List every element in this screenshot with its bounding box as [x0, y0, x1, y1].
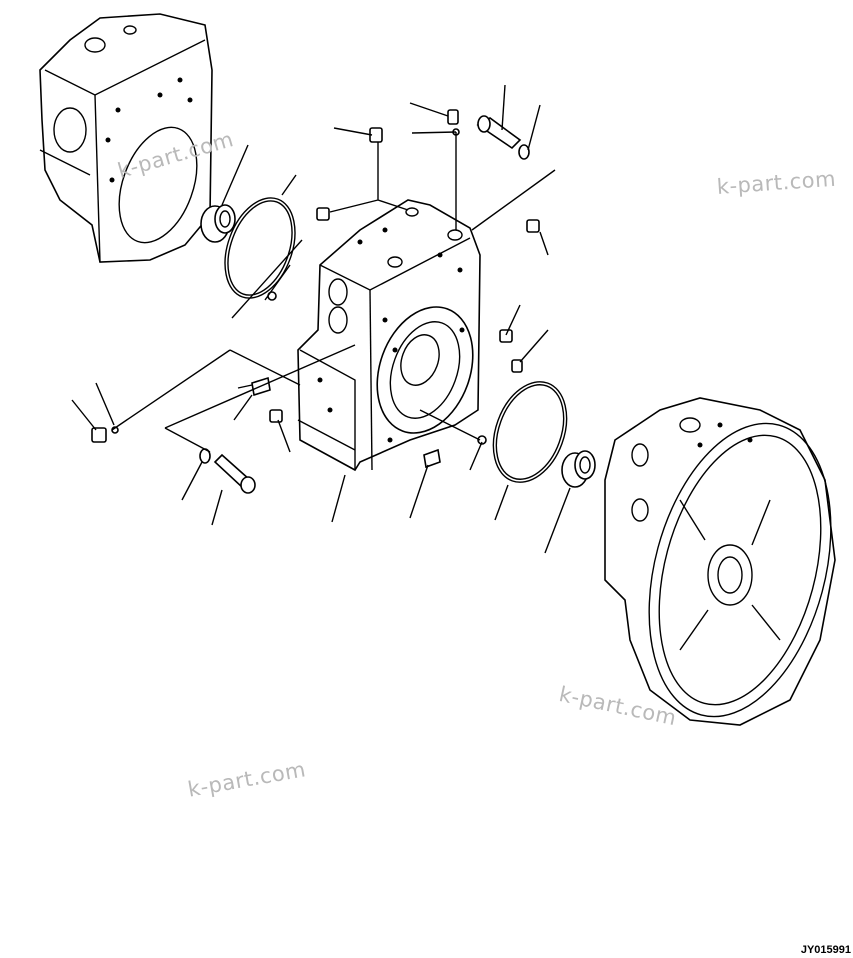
- o-ring-right: [492, 381, 568, 483]
- o-ring-left: [224, 197, 296, 299]
- leader-lines: [71, 84, 571, 554]
- flywheel-housing-right: [604, 397, 836, 726]
- bolt-top: [476, 115, 530, 160]
- bearing-left: [200, 204, 236, 243]
- bolt-bottom: [199, 448, 256, 494]
- drawing-code: JY015991: [800, 944, 851, 956]
- bearing-right: [561, 450, 596, 488]
- valve-block-center: [297, 199, 481, 472]
- pump-housing-left: [39, 13, 213, 263]
